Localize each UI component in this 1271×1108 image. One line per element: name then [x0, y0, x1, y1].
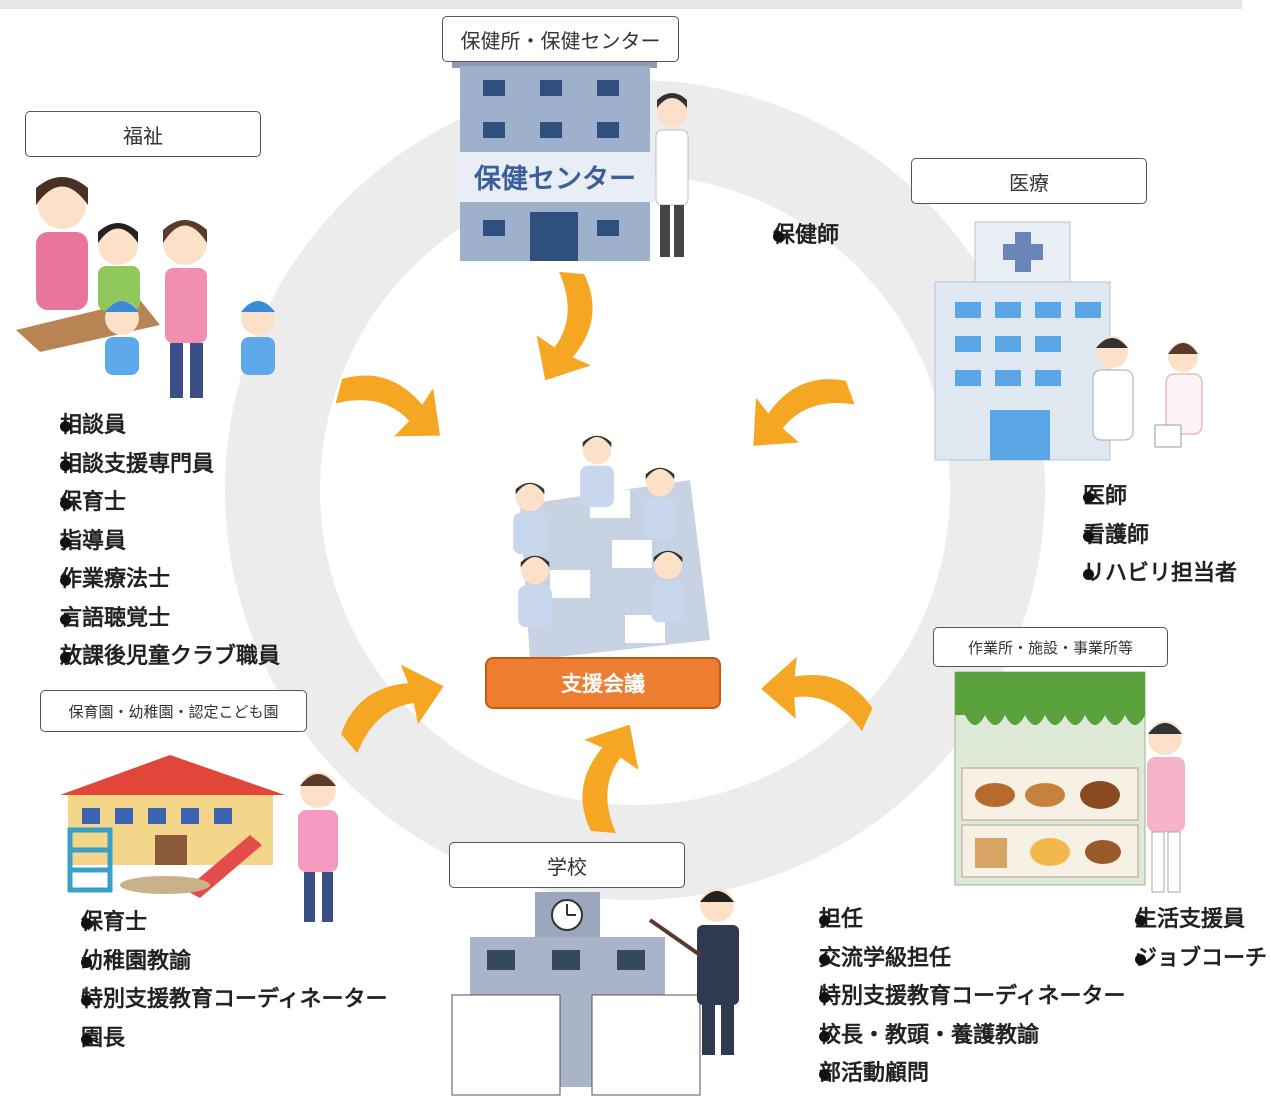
arrow-from-medical: [738, 366, 861, 458]
list-item: 生活支援員: [1084, 901, 1267, 940]
list-item: 校長・教頭・養護教諭: [768, 1017, 1125, 1056]
list-item: リハビリ担当者: [1032, 555, 1237, 594]
list-item: 保健師: [722, 217, 839, 256]
list-item: 部活動顧問: [768, 1055, 1125, 1094]
sector-label-medical: 医療: [911, 158, 1147, 204]
arrow-from-health: [532, 270, 599, 385]
role-list-nursery: 保育士 幼稚園教諭 特別支援教育コーディネーター 園長: [29, 904, 387, 1058]
sector-label-workplace: 作業所・施設・事業所等: [933, 627, 1168, 667]
school-illustration: [451, 888, 739, 1096]
role-list-workplace: 生活支援員 ジョブコーチ: [1084, 901, 1267, 978]
list-item: 保育士: [5, 484, 280, 523]
center-label-support-meeting: 支援会議: [485, 657, 721, 709]
kindergarten-illustration: [60, 755, 338, 922]
arrow-from-school: [576, 720, 643, 835]
list-item: 相談員: [5, 407, 280, 446]
list-item: 看護師: [1032, 517, 1237, 556]
sector-label-health-center: 保健所・保健センター: [442, 16, 679, 62]
meeting-illustration: [513, 435, 710, 660]
role-list-medical: 医師 看護師 リハビリ担当者: [1032, 478, 1237, 594]
list-item: 保育士: [29, 904, 387, 943]
arrow-from-nursery: [331, 652, 452, 767]
list-item: 医師: [1032, 478, 1237, 517]
sector-label-nursery: 保育園・幼稚園・認定こども園: [40, 690, 307, 732]
bakery-illustration: [954, 671, 1185, 893]
list-item: 交流学級担任: [768, 940, 1125, 979]
sector-label-school: 学校: [449, 842, 685, 888]
list-item: 相談支援専門員: [5, 446, 280, 485]
building-sign: 保健センター: [473, 164, 636, 195]
list-item: ジョブコーチ: [1084, 940, 1267, 979]
welfare-illustration: [16, 177, 275, 398]
top-band: [0, 0, 1242, 9]
arrow-from-workplace: [755, 648, 879, 747]
list-item: 幼稚園教諭: [29, 943, 387, 982]
health-center-illustration: 保健センター: [452, 58, 689, 261]
list-item: 園長: [29, 1020, 387, 1059]
list-item: 特別支援教育コーディネーター: [29, 981, 387, 1020]
list-item: 特別支援教育コーディネーター: [768, 978, 1125, 1017]
list-item: 指導員: [5, 523, 280, 562]
arrow-from-welfare: [331, 364, 452, 448]
role-list-welfare: 相談員 相談支援専門員 保育士 指導員 作業療法士 言語聴覚士 放課後児童クラブ…: [5, 407, 280, 677]
list-item: 作業療法士: [5, 561, 280, 600]
sector-label-welfare: 福祉: [25, 111, 261, 157]
list-item: 担任: [768, 901, 1125, 940]
role-list-health-center: 保健師: [722, 217, 839, 256]
list-item: 放課後児童クラブ職員: [5, 638, 280, 677]
role-list-school: 担任 交流学級担任 特別支援教育コーディネーター 校長・教頭・養護教諭 部活動顧…: [768, 901, 1125, 1094]
list-item: 言語聴覚士: [5, 600, 280, 639]
hospital-illustration: [934, 221, 1203, 461]
